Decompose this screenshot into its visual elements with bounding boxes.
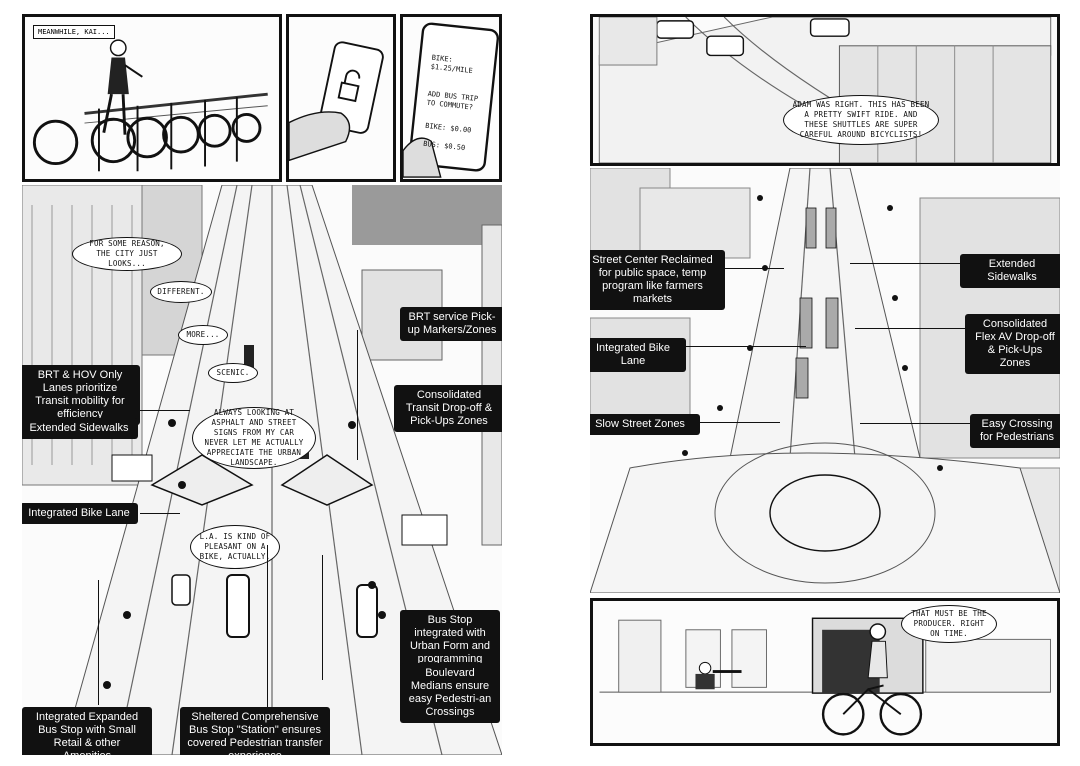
speech-bubble-different: DIFFERENT. <box>150 281 212 303</box>
label-easy-crossing: Easy Crossing for Pedestrians <box>970 414 1060 448</box>
label-consolidated-flex: Consolidated Flex AV Drop-off & Pick-Ups… <box>965 314 1060 374</box>
narration-caption: MEANWHILE, KAI... <box>33 25 115 39</box>
right-comic-page: ADAM WAS RIGHT. THIS HAS BEEN A PRETTY S… <box>570 0 1070 766</box>
label-integrated-bike-lane-right: Integrated Bike Lane <box>590 338 686 372</box>
leader-line <box>98 580 99 705</box>
leader-line <box>855 328 965 329</box>
leader-line <box>357 330 358 460</box>
label-sheltered-station: Sheltered Comprehensive Bus Stop "Statio… <box>180 707 330 755</box>
panel-phone-unlock <box>286 14 396 182</box>
phone-screen-drawing <box>403 18 499 178</box>
boulevard-scene: FOR SOME REASON, THE CITY JUST LOOKS... … <box>22 185 502 755</box>
unlock-icon <box>337 69 361 103</box>
bike-share-drawing <box>26 17 278 179</box>
leader-line <box>140 513 180 514</box>
aerial-street-drawing <box>590 168 1060 593</box>
label-boulevard-medians: Boulevard Medians ensure easy Pedestri-a… <box>400 663 500 723</box>
label-street-center: Street Center Reclaimed for public space… <box>590 250 725 310</box>
speech-bubble-city-looks: FOR SOME REASON, THE CITY JUST LOOKS... <box>72 237 182 271</box>
label-integrated-bike-lane: Integrated Bike Lane <box>22 503 138 524</box>
speech-bubble-adam-right: ADAM WAS RIGHT. THIS HAS BEEN A PRETTY S… <box>783 95 939 145</box>
label-extended-sidewalks: Extended Sidewalks <box>22 418 138 439</box>
label-consolidated-transit: Consolidated Transit Drop-off & Pick-Ups… <box>394 385 502 432</box>
panel-phone-screen: BIKE: $1.25/MILE ADD BUS TRIP TO COMMUTE… <box>400 14 502 182</box>
panel-producer-arrival: THAT MUST BE THE PRODUCER. RIGHT ON TIME… <box>590 598 1060 746</box>
speech-bubble-asphalt: ALWAYS LOOKING AT ASPHALT AND STREET SIG… <box>192 407 316 469</box>
leader-line <box>267 545 268 710</box>
label-bus-stop-urban: Bus Stop integrated with Urban Form and … <box>400 610 500 670</box>
aerial-street-scene: Street Center Reclaimed for public space… <box>590 168 1060 593</box>
leader-line <box>850 263 960 264</box>
leader-line <box>322 555 323 680</box>
speech-bubble-pleasant: L.A. IS KIND OF PLEASANT ON A BIKE, ACTU… <box>190 525 280 569</box>
label-expanded-bus-stop: Integrated Expanded Bus Stop with Small … <box>22 707 152 755</box>
label-slow-street: Slow Street Zones <box>590 414 700 435</box>
leader-line <box>700 422 780 423</box>
speech-bubble-producer: THAT MUST BE THE PRODUCER. RIGHT ON TIME… <box>901 605 997 643</box>
panel-aerial-shuttles: ADAM WAS RIGHT. THIS HAS BEEN A PRETTY S… <box>590 14 1060 166</box>
label-brt-hov-lanes: BRT & HOV Only Lanes prioritize Transit … <box>22 365 140 425</box>
speech-bubble-more: MORE... <box>178 325 228 345</box>
speech-bubble-scenic: SCENIC. <box>208 363 258 383</box>
leader-line <box>686 346 806 347</box>
phone-unlock-drawing <box>289 18 393 178</box>
panel-bike-share: MEANWHILE, KAI... <box>22 14 282 182</box>
left-comic-page: MEANWHILE, KAI... BIKE: $1.25/MILE ADD B… <box>10 0 510 766</box>
leader-line <box>860 423 970 424</box>
leader-line <box>140 410 190 411</box>
label-brt-pickup: BRT service Pick-up Markers/Zones <box>400 307 502 341</box>
leader-line <box>724 268 784 269</box>
label-extended-sidewalks-right: Extended Sidewalks <box>960 254 1060 288</box>
